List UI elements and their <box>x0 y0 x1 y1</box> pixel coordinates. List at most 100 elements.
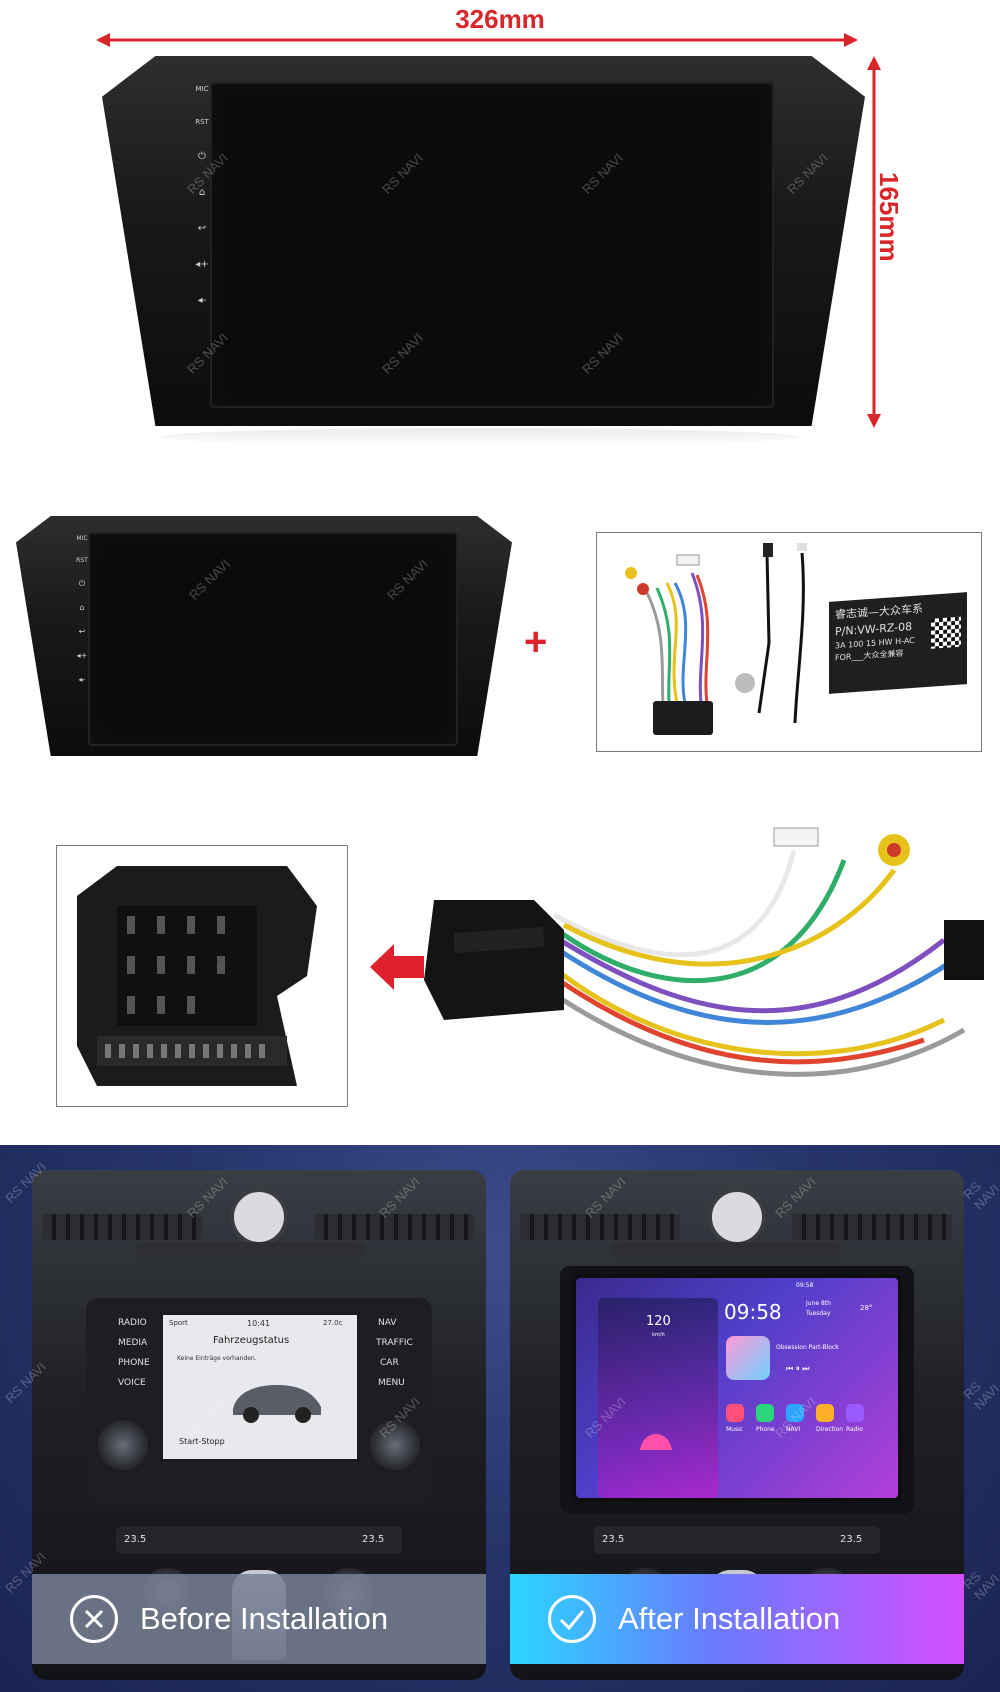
qr-code-icon <box>931 616 961 649</box>
home-icon[interactable]: ⌂ <box>79 603 85 612</box>
speed-value: 120 <box>646 1314 671 1329</box>
canbus-decoder-module: 睿志诚—大众车系 P/N:VW-RZ-08 3A 100 15 HW H-AC … <box>829 592 967 694</box>
back-icon[interactable]: ↩ <box>197 223 207 234</box>
before-caption: Before Installation <box>32 1574 486 1664</box>
android-screen: 09:58 120 km/h 09:58 June 8th Tuesday 28… <box>572 1274 902 1502</box>
home-icon[interactable]: ⌂ <box>198 187 206 198</box>
navi-app-icon[interactable] <box>786 1404 804 1422</box>
watermark: RS NAVI <box>960 1378 1000 1413</box>
oem-screen: Sport 10:41 27.0c Fahrzeugstatus Keine E… <box>160 1312 360 1462</box>
climate-right-temp: 23.5 <box>362 1534 385 1545</box>
volume-up-icon[interactable]: ◂+ <box>195 259 209 270</box>
hazard-button-row <box>612 1242 842 1258</box>
status-left: Sport <box>169 1319 188 1327</box>
screen-title: Fahrzeugstatus <box>213 1335 290 1346</box>
radio-button[interactable]: RADIO <box>118 1318 147 1328</box>
speed-unit: km/h <box>652 1332 665 1338</box>
width-dimension-label: 326mm <box>455 4 545 34</box>
status-time: 09:58 <box>796 1282 814 1289</box>
radio-app-label: Radio <box>846 1426 863 1433</box>
arrow-left-icon <box>370 944 424 990</box>
climate-left-temp: 23.5 <box>124 1534 147 1545</box>
phone-app-icon[interactable] <box>756 1404 774 1422</box>
height-arrow <box>867 56 881 428</box>
music-app-label: Music <box>726 1426 744 1433</box>
nav-button[interactable]: NAV <box>378 1318 397 1328</box>
after-caption: After Installation <box>510 1574 964 1664</box>
clock-time: 09:58 <box>724 1300 782 1324</box>
watermark: RS NAVI <box>960 1178 1000 1213</box>
car-icon <box>640 1434 672 1450</box>
radio-screen <box>88 532 458 746</box>
radio-screen <box>210 82 774 408</box>
music-app-icon[interactable] <box>726 1404 744 1422</box>
status-temp: 27.0c <box>323 1319 343 1327</box>
car-connector-graphic <box>77 866 317 1086</box>
wiring-harness-graphic <box>625 543 807 735</box>
radio-unit-main: MIC RST ⏻ ⌂ ↩ ◂+ ◂- RS NAVI RS NAVI RS N… <box>102 56 865 426</box>
screen-message: Keine Einträge vorhanden. <box>177 1355 257 1362</box>
accessories-box: 睿志诚—大众车系 P/N:VW-RZ-08 3A 100 15 HW H-AC … <box>596 532 982 752</box>
after-card: 09:58 120 km/h 09:58 June 8th Tuesday 28… <box>510 1170 964 1680</box>
traffic-button[interactable]: TRAFFIC <box>376 1338 413 1348</box>
reset-label: RST <box>195 118 209 126</box>
width-arrow <box>96 33 858 47</box>
mic-label: MIC <box>76 535 88 542</box>
before-caption-text: Before Installation <box>140 1601 389 1636</box>
wiring-harness-graphic <box>424 827 984 1077</box>
phone-button[interactable]: PHONE <box>118 1358 150 1368</box>
hazard-button-row <box>134 1242 364 1258</box>
navi-app-label: NAVI <box>786 1426 801 1433</box>
album-art <box>726 1336 770 1380</box>
media-controls[interactable]: ⏮ ⏸ ⏭ <box>786 1364 810 1373</box>
air-vent <box>314 1214 474 1240</box>
power-icon[interactable]: ⏻ <box>78 579 86 588</box>
before-card: RADIO MEDIA PHONE VOICE NAV TRAFFIC CAR … <box>32 1170 486 1680</box>
mic-label: MIC <box>195 85 209 93</box>
after-caption-text: After Installation <box>618 1601 841 1636</box>
radio-unit-small: MIC RST ⏻ ⌂ ↩ ◂+ ◂- RS NAVI RS NAVI <box>16 516 512 756</box>
weather-temp: 28° <box>860 1304 873 1312</box>
watermark: RS NAVI <box>960 1568 1000 1603</box>
climate-panel <box>594 1526 880 1554</box>
radio-side-buttons: MIC RST ⏻ ⌂ ↩ ◂+ ◂- <box>190 86 214 306</box>
date-label: June 8th <box>806 1300 831 1307</box>
power-icon[interactable]: ⏻ <box>198 151 206 162</box>
close-circle-icon <box>70 1595 118 1643</box>
media-button[interactable]: MEDIA <box>118 1338 148 1348</box>
screen-footer: Start-Stopp <box>179 1437 225 1446</box>
check-circle-icon <box>548 1595 596 1643</box>
plus-sign: + <box>524 620 548 664</box>
volume-up-icon[interactable]: ◂+ <box>76 651 88 660</box>
speed-gauge <box>598 1298 718 1498</box>
car-icon <box>233 1385 321 1423</box>
car-button[interactable]: CAR <box>380 1358 399 1368</box>
volume-down-icon[interactable]: ◂- <box>78 675 86 684</box>
air-vent <box>792 1214 952 1240</box>
analog-clock-icon <box>230 1188 288 1246</box>
voice-button[interactable]: VOICE <box>118 1378 146 1388</box>
direction-app-label: Direction <box>816 1426 844 1433</box>
menu-button[interactable]: MENU <box>378 1378 405 1388</box>
radio-app-icon[interactable] <box>846 1404 864 1422</box>
status-time: 10:41 <box>247 1319 271 1328</box>
air-vent <box>520 1214 680 1240</box>
radio-side-buttons: MIC RST ⏻ ⌂ ↩ ◂+ ◂- <box>72 536 92 684</box>
weekday-label: Tuesday <box>806 1310 831 1317</box>
climate-panel <box>116 1526 402 1554</box>
car-connector-box: RS NAVI <box>56 845 348 1107</box>
before-after-panel: RADIO MEDIA PHONE VOICE NAV TRAFFIC CAR … <box>0 1145 1000 1692</box>
climate-right-temp: 23.5 <box>840 1534 863 1545</box>
air-vent <box>42 1214 202 1240</box>
phone-app-label: Phone <box>756 1426 775 1433</box>
volume-knob[interactable] <box>98 1420 148 1470</box>
reset-label: RST <box>76 557 88 564</box>
climate-left-temp: 23.5 <box>602 1534 625 1545</box>
direction-app-icon[interactable] <box>816 1404 834 1422</box>
back-icon[interactable]: ↩ <box>78 627 86 636</box>
watermark: RS NAVI <box>184 1174 231 1221</box>
analog-clock-icon <box>708 1188 766 1246</box>
tune-knob[interactable] <box>370 1420 420 1470</box>
volume-down-icon[interactable]: ◂- <box>197 295 207 306</box>
track-title: Obsession Part-Block <box>776 1344 839 1351</box>
